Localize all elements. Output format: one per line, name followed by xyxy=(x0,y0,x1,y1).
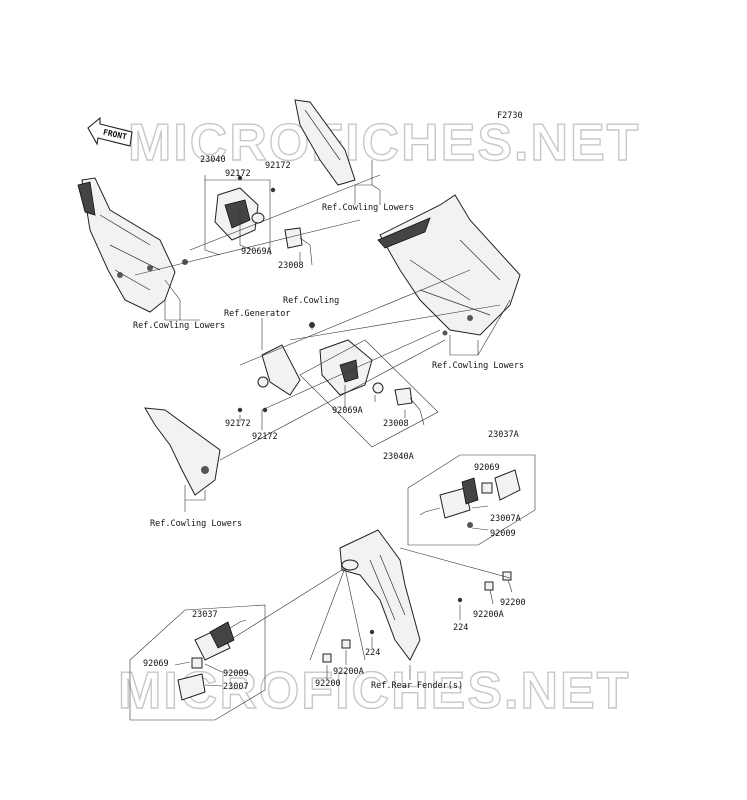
label-ref-cowling: Ref.Cowling xyxy=(283,296,339,306)
label-224-b: 224 xyxy=(365,648,380,658)
label-23037: 23037 xyxy=(192,610,218,620)
rear-fender-bracket xyxy=(339,529,421,661)
bulb-icon-2 xyxy=(372,382,384,394)
label-92172-a: 92172 xyxy=(225,169,251,179)
leader-lines xyxy=(129,160,536,721)
label-92069A-a: 92069A xyxy=(241,247,272,257)
rear-right-turn-signal-assembly xyxy=(419,469,521,528)
label-92172-b: 92172 xyxy=(265,161,291,171)
label-ref-cowling-lowers-2: Ref.Cowling Lowers xyxy=(133,321,225,331)
right-cowling-panel xyxy=(377,194,521,336)
label-92200-b: 92200 xyxy=(315,679,341,689)
label-ref-cowling-lowers-4: Ref.Cowling Lowers xyxy=(150,519,242,529)
front-left-turn-signal-assembly xyxy=(214,187,313,266)
label-92009-a: 92009 xyxy=(490,529,516,539)
label-23040: 23040 xyxy=(200,155,226,165)
front-right-turn-signal-assembly xyxy=(319,339,425,426)
label-92009-b: 92009 xyxy=(223,669,249,679)
label-224-a: 224 xyxy=(453,623,468,633)
label-92200A-b: 92200A xyxy=(333,667,364,677)
label-92200A-a: 92200A xyxy=(473,610,504,620)
label-92200-a: 92200 xyxy=(500,598,526,608)
label-92069-a: 92069 xyxy=(474,463,500,473)
upper-cowling-bracket xyxy=(294,99,356,186)
front-left-cowling-panel xyxy=(77,177,188,313)
label-92172-d: 92172 xyxy=(252,432,278,442)
label-ref-rear-fender: Ref.Rear Fender(s) xyxy=(371,681,463,691)
label-23008-a: 23008 xyxy=(278,261,304,271)
label-92069A-b: 92069A xyxy=(332,406,363,416)
label-ref-cowling-lowers-1: Ref.Cowling Lowers xyxy=(322,203,414,213)
watermark-top: MICROFICHES.NET xyxy=(128,114,640,172)
lower-left-cowling-panel xyxy=(144,407,221,496)
label-23008-b: 23008 xyxy=(383,419,409,429)
label-92172-c: 92172 xyxy=(225,419,251,429)
generator-bracket xyxy=(257,344,301,396)
rear-left-turn-signal-assembly xyxy=(177,619,247,701)
label-23037A: 23037A xyxy=(488,430,519,440)
label-ref-generator: Ref.Generator xyxy=(224,309,291,319)
label-23040A: 23040A xyxy=(383,452,414,462)
label-23007: 23007 xyxy=(223,682,249,692)
label-ref-cowling-lowers-3: Ref.Cowling Lowers xyxy=(432,361,524,371)
front-arrow-icon: FRONT xyxy=(87,116,133,147)
figure-code: F2730 xyxy=(497,111,523,121)
label-23007A: 23007A xyxy=(490,514,521,524)
label-92069-b: 92069 xyxy=(143,659,169,669)
hardware xyxy=(237,175,512,663)
